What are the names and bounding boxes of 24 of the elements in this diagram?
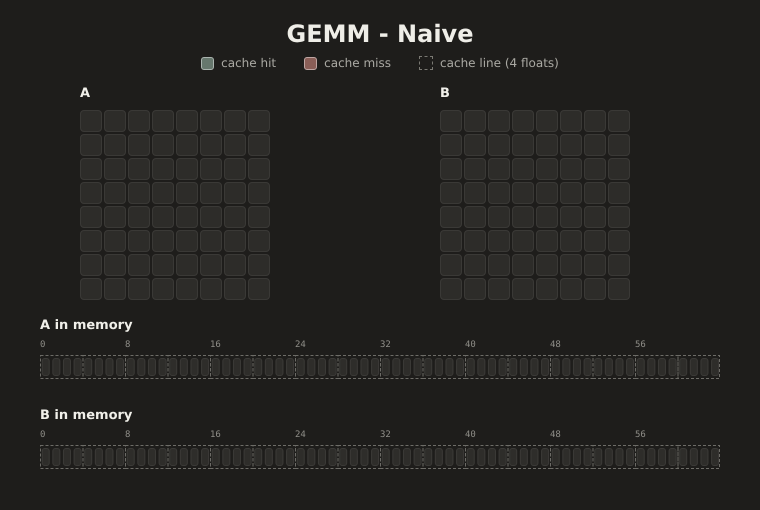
- index-label: 8: [125, 430, 130, 441]
- index-label: 0: [40, 340, 46, 351]
- index-label: 56: [635, 340, 646, 351]
- legend-label: cache hit: [221, 55, 276, 71]
- matrix-label: B: [440, 86, 450, 102]
- memory-label: B in memory: [40, 408, 132, 424]
- memory-label: A in memory: [40, 318, 133, 334]
- index-label: 48: [550, 430, 561, 441]
- index-label: 24: [295, 430, 306, 441]
- index-label: 56: [635, 430, 646, 441]
- legend-label: cache line (4 floats): [440, 55, 559, 71]
- matrix-label: A: [80, 86, 90, 102]
- index-label: 16: [210, 340, 221, 351]
- index-label: 24: [295, 340, 306, 351]
- title: GEMM - Naive: [286, 19, 474, 49]
- index-label: 0: [40, 430, 46, 441]
- index-label: 16: [210, 430, 221, 441]
- index-label: 8: [125, 340, 130, 351]
- legend-label: cache miss: [324, 55, 392, 71]
- index-label: 40: [465, 430, 476, 441]
- index-label: 32: [380, 430, 391, 441]
- index-label: 32: [380, 340, 391, 351]
- index-label: 48: [550, 340, 561, 351]
- index-label: 40: [465, 340, 476, 351]
